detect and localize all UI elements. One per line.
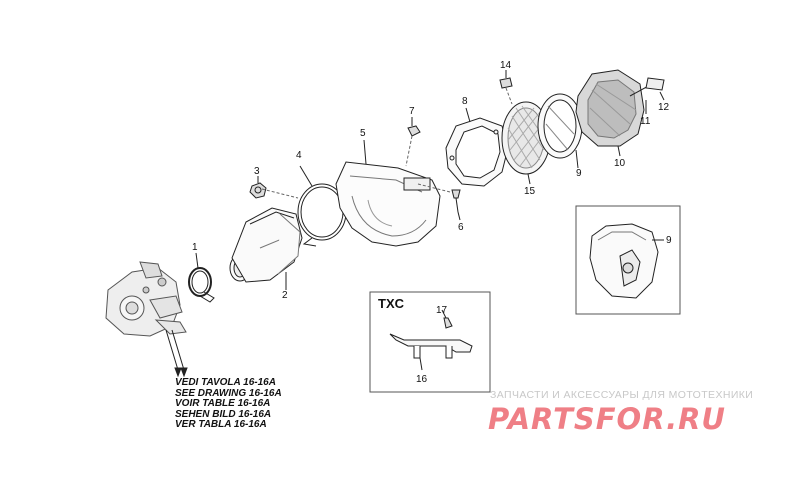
- flange-plate-drawing: [445, 107, 509, 187]
- callout-15: 15: [524, 186, 536, 197]
- callout-14: 14: [500, 60, 512, 71]
- callout-12: 12: [658, 102, 670, 113]
- callout-9-inset: 9: [666, 235, 672, 246]
- inset-pulley-detail: [575, 205, 681, 315]
- callout-labels: 1 2 3 4 5 6 7 8 9 10 11 12 14 15 9 16 17…: [192, 60, 672, 385]
- nut-drawing: [249, 176, 267, 199]
- fan-shroud-drawing: [335, 139, 441, 247]
- reference-note-line: VOIR TABLE 16-16A: [175, 398, 271, 410]
- callout-17: 17: [436, 305, 448, 316]
- callout-10: 10: [614, 158, 626, 169]
- inset-txc-detail: [369, 291, 491, 393]
- reference-note-line: VER TABLA 16-16A: [175, 419, 267, 431]
- screw-6-drawing: [417, 183, 461, 221]
- callout-7: 7: [409, 106, 415, 117]
- callout-5: 5: [360, 128, 366, 139]
- callout-6: 6: [458, 222, 464, 233]
- callout-1: 1: [192, 242, 198, 253]
- note-leader-lines: [165, 329, 188, 378]
- reference-note-line: VEDI TAVOLA 16-16A: [175, 377, 276, 388]
- watermark-tagline: ЗАПЧАСТИ И АКСЕССУАРЫ ДЛЯ МОТОТЕХНИКИ: [490, 389, 754, 401]
- callout-3: 3: [254, 166, 260, 177]
- reference-note-line: SEE DRAWING 16-16A: [175, 387, 282, 399]
- starter-housing-drawing: [575, 69, 645, 157]
- pulley-drawing: [537, 93, 583, 169]
- handle-drawing: [629, 77, 665, 114]
- callout-8: 8: [462, 96, 468, 107]
- clip-drawing: [499, 70, 513, 105]
- throttle-body-drawing: [105, 261, 187, 337]
- reference-note: VEDI TAVOLA 16-16A SEE DRAWING 16-16A VO…: [175, 377, 282, 431]
- watermark-logo: PARTSFOR.RU: [488, 402, 726, 436]
- callout-2: 2: [282, 290, 288, 301]
- callout-16: 16: [416, 374, 428, 385]
- reference-note-line: SEHEN BILD 16-16A: [175, 408, 272, 420]
- txc-inset-title: TXC: [378, 296, 405, 311]
- screw-7-drawing: [405, 117, 421, 167]
- callout-4: 4: [296, 150, 302, 161]
- clamp-drawing: [188, 252, 215, 303]
- callout-11: 11: [640, 116, 651, 127]
- callout-9: 9: [576, 168, 582, 179]
- intake-duct-drawing: [229, 207, 303, 290]
